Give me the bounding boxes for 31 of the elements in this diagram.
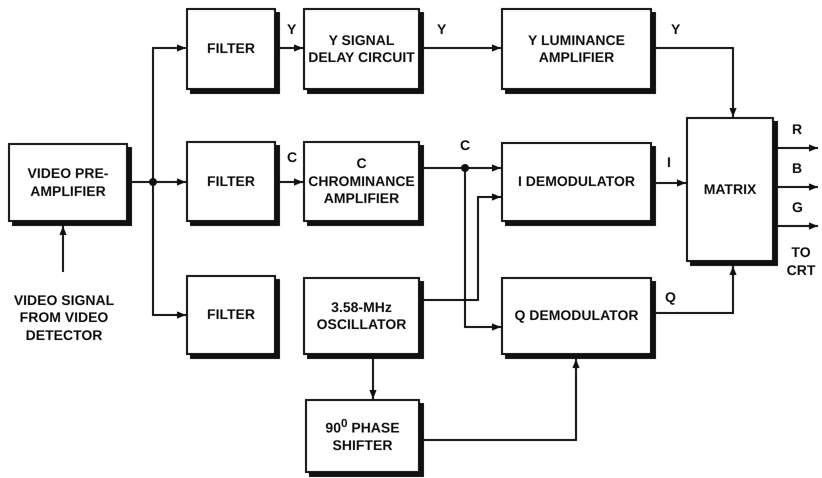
block-label: 3.58-MHz OSCILLATOR (316, 298, 408, 334)
signal-label: Q (664, 290, 677, 306)
arrow (778, 144, 818, 152)
arrow (656, 179, 686, 187)
block-label: MATRIX (704, 180, 756, 198)
arrow (424, 193, 501, 301)
arrow (59, 226, 67, 272)
block-label: FILTER (207, 40, 255, 58)
arrow (656, 266, 737, 314)
arrow (424, 44, 501, 52)
block-label: FILTER (207, 306, 255, 324)
block-label: 90$^{0}$ PHASE SHIFTER (324, 417, 401, 455)
block-label: C CHROMINANCE AMPLIFIER (307, 155, 416, 208)
block-label: Y SIGNAL DELAY CIRCUIT (307, 32, 416, 66)
signal-label: C (459, 138, 472, 154)
input-signal-text: VIDEO SIGNAL FROM VIDEO DETECTOR (12, 292, 116, 344)
block-label: Q DEMODULATOR (514, 307, 638, 325)
arrow (778, 183, 818, 191)
arrow (280, 178, 303, 186)
arrow (369, 359, 377, 399)
block-label: VIDEO PRE-AMPLIFIER (26, 165, 110, 200)
block-label: Y LUMINANCE AMPLIFIER (527, 32, 626, 66)
block-label: I DEMODULATOR (518, 173, 635, 191)
signal-label: C (286, 150, 298, 166)
arrow (280, 44, 303, 52)
arrow (656, 47, 737, 117)
signal-label: G (791, 200, 804, 216)
block-label: FILTER (207, 172, 255, 190)
arrow (424, 359, 580, 441)
output-note: TO CRT (786, 244, 816, 279)
arrow (778, 222, 818, 230)
